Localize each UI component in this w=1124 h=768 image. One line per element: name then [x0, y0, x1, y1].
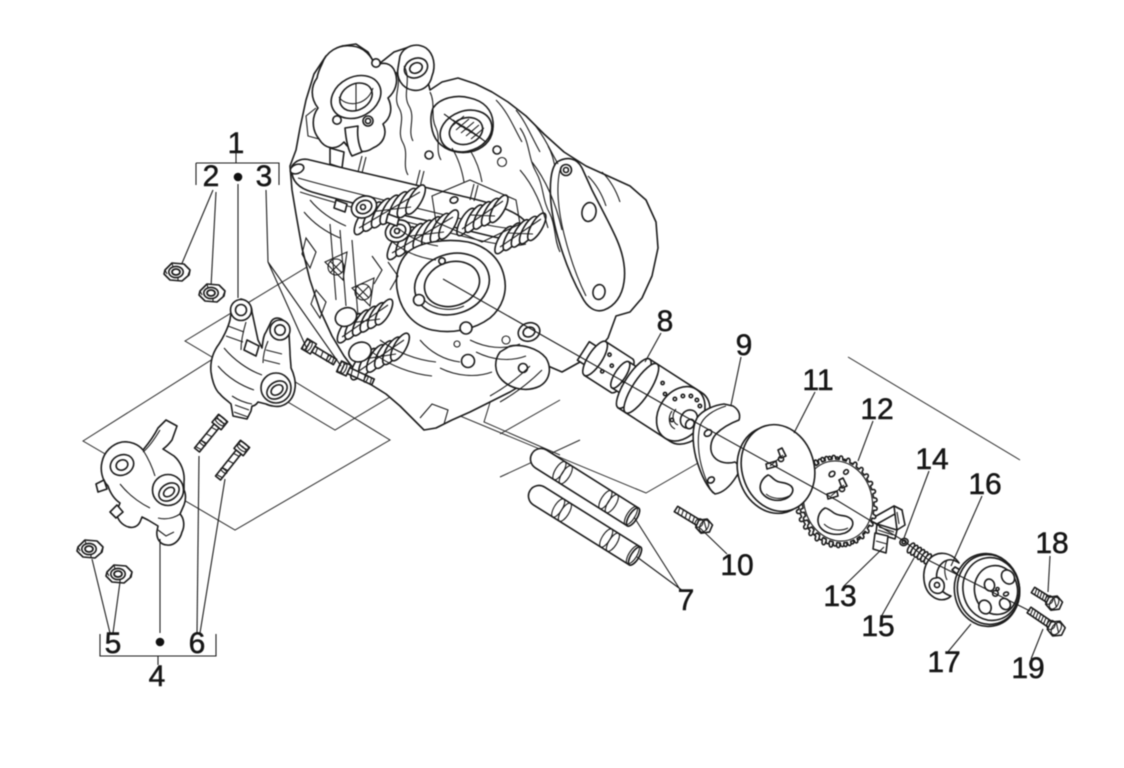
svg-text:10: 10	[720, 549, 753, 582]
svg-text:8: 8	[657, 305, 674, 338]
svg-text:7: 7	[678, 584, 695, 617]
svg-text:18: 18	[1035, 527, 1068, 560]
svg-text:5: 5	[105, 627, 122, 660]
svg-text:16: 16	[968, 468, 1001, 501]
svg-text:19: 19	[1011, 652, 1044, 685]
svg-text:2: 2	[203, 160, 220, 193]
svg-text:15: 15	[861, 610, 894, 643]
svg-text:6: 6	[189, 627, 206, 660]
svg-text:14: 14	[915, 443, 948, 476]
svg-text:17: 17	[927, 646, 960, 679]
svg-text:13: 13	[823, 580, 856, 613]
svg-text:3: 3	[256, 160, 273, 193]
svg-text:1: 1	[228, 127, 245, 160]
svg-text:12: 12	[860, 393, 893, 426]
svg-text:9: 9	[736, 329, 753, 362]
svg-text:11: 11	[802, 364, 833, 397]
svg-text:4: 4	[149, 660, 166, 693]
